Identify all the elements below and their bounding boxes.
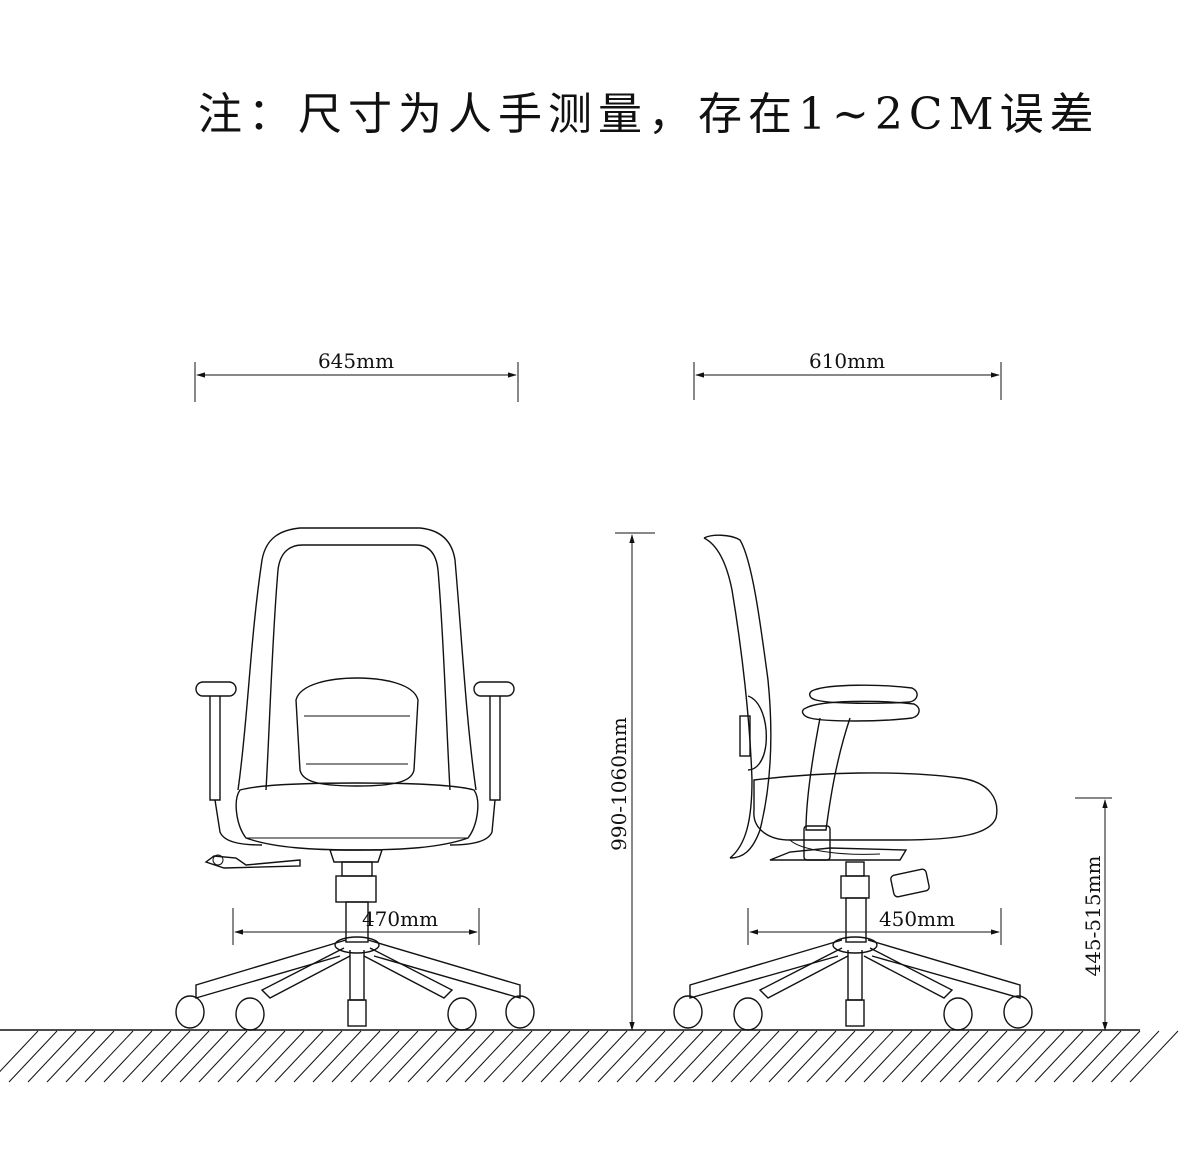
floor-hatch-line — [787, 1030, 837, 1083]
floor-hatch-line — [768, 1030, 818, 1083]
floor-hatch-line — [559, 1030, 609, 1083]
floor-hatch-line — [1015, 1030, 1065, 1083]
measurement-note: 注：尺寸为人手测量，存在1~2CM误差 — [198, 89, 1100, 140]
floor-hatch-line — [1072, 1030, 1122, 1083]
floor-hatch-line — [901, 1030, 951, 1083]
floor-hatch-line — [350, 1030, 400, 1083]
floor-hatch-line — [597, 1030, 647, 1083]
floor-hatch-line — [464, 1030, 514, 1083]
floor-hatch-line — [711, 1030, 761, 1083]
dim-seat-height-label: 445-515mm — [1081, 855, 1105, 976]
floor-hatch-line — [426, 1030, 476, 1083]
floor-hatch-line — [806, 1030, 856, 1083]
floor-hatch-line — [521, 1030, 571, 1083]
dim-front-width-label: 645mm — [318, 349, 394, 373]
floor-hatch-line — [483, 1030, 533, 1083]
floor-hatch-line — [692, 1030, 742, 1083]
floor-hatch-line — [179, 1030, 229, 1083]
floor-hatch-line — [977, 1030, 1027, 1083]
floor-hatch-line — [0, 1030, 39, 1073]
floor-hatch-line — [198, 1030, 248, 1083]
floor-hatch-line — [217, 1030, 267, 1083]
floor-hatch-line — [84, 1030, 134, 1083]
floor-hatch-line — [578, 1030, 628, 1083]
floor-hatch-line — [673, 1030, 723, 1083]
floor-hatch-line — [825, 1030, 875, 1083]
floor-hatch-line — [122, 1030, 172, 1083]
floor-hatch-line — [844, 1030, 894, 1083]
floor-hatch-line — [635, 1030, 685, 1083]
floor-hatch-line — [939, 1030, 989, 1083]
floor-hatch-line — [65, 1030, 115, 1083]
floor-hatch-line — [863, 1030, 913, 1083]
floor-hatch-line — [369, 1030, 419, 1083]
dim-seat-height: 445-515mm — [1075, 797, 1112, 1031]
dim-side-depth-label: 610mm — [809, 349, 885, 373]
floor-hatch-line — [293, 1030, 343, 1083]
dim-side-depth: 610mm — [693, 349, 1002, 400]
floor-hatch-line — [160, 1030, 210, 1083]
floor-hatch-line — [920, 1030, 970, 1083]
floor-hatch-line — [141, 1030, 191, 1083]
floor-hatch-line — [255, 1030, 305, 1083]
floor-hatch-line — [1091, 1030, 1141, 1083]
floor-hatch-line — [103, 1030, 153, 1083]
floor-hatch-line — [407, 1030, 457, 1083]
dim-side-base-label: 450mm — [879, 907, 955, 931]
floor-hatch-line — [46, 1030, 96, 1083]
floor-hatch-line — [236, 1030, 286, 1083]
floor-hatch-line — [958, 1030, 1008, 1083]
floor-hatch-line — [749, 1030, 799, 1083]
dim-front-base-label: 470mm — [362, 907, 438, 931]
floor-hatch-line — [730, 1030, 780, 1083]
floor-hatch-line — [540, 1030, 590, 1083]
floor-hatch-line — [502, 1030, 552, 1083]
floor-hatch-line — [312, 1030, 362, 1083]
dim-front-base: 470mm — [232, 907, 480, 945]
dim-front-width: 645mm — [194, 349, 519, 402]
floor-hatch-line — [1110, 1030, 1160, 1083]
dim-total-height-label: 990-1060mm — [607, 717, 631, 851]
floor-hatch-line — [8, 1030, 58, 1083]
floor-hatch-line — [331, 1030, 381, 1083]
floor-hatch-line — [1129, 1030, 1179, 1083]
floor-hatch-line — [1053, 1030, 1103, 1083]
floor-hatch-line — [996, 1030, 1046, 1083]
dim-total-height: 990-1060mm — [607, 532, 655, 1031]
floor — [0, 1029, 1179, 1083]
floor-hatch-line — [27, 1030, 77, 1083]
floor-hatch-line — [882, 1030, 932, 1083]
floor-hatch-line — [616, 1030, 666, 1083]
floor-hatch-line — [1034, 1030, 1084, 1083]
floor-hatch-line — [274, 1030, 324, 1083]
chair-side-view — [673, 534, 1033, 1031]
floor-hatch-line — [445, 1030, 495, 1083]
floor-hatch-line — [654, 1030, 704, 1083]
floor-hatch-line — [388, 1030, 438, 1083]
chair-front-view — [175, 527, 535, 1031]
dim-side-base: 450mm — [747, 907, 1002, 945]
